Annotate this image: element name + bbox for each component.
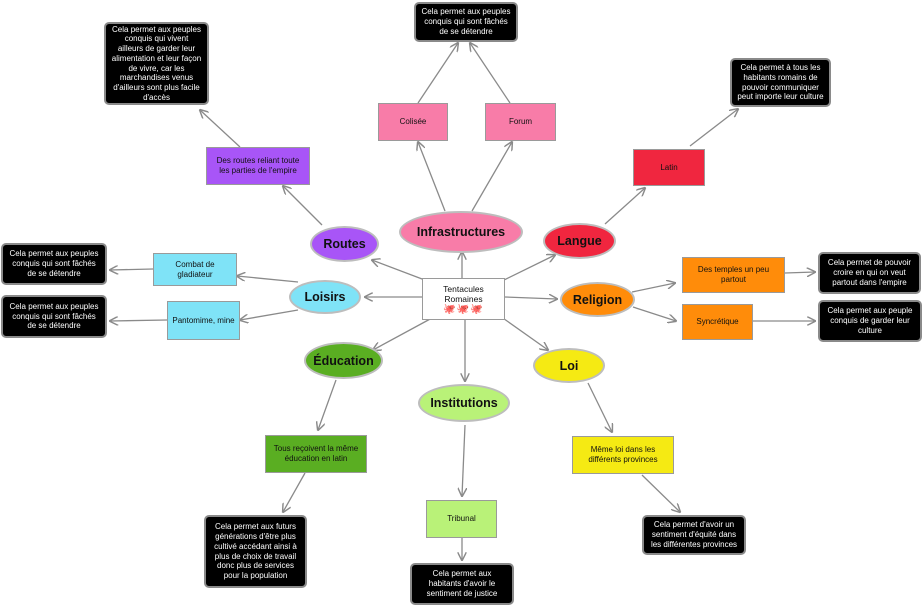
- link-education-detail: [318, 379, 337, 430]
- link-forum-note: [470, 43, 511, 104]
- link-loisirs-pantomime: [240, 309, 299, 320]
- link-routes-detail: [283, 186, 323, 226]
- octopus-icon: 🐙🐙🐙: [443, 303, 484, 315]
- note-loi[interactable]: Cela permet d'avoir un sentiment d'équit…: [642, 515, 746, 555]
- category-education[interactable]: Éducation: [304, 342, 383, 379]
- center-title: Tentacules Romaines: [443, 283, 484, 304]
- link-center-education: [373, 317, 433, 350]
- note-routes[interactable]: Cela permet aux peuples conquis qui vive…: [104, 22, 209, 105]
- box-gladiateur[interactable]: Combat de gladiateur: [153, 253, 237, 286]
- box-syncretique[interactable]: Syncrétique: [682, 304, 753, 340]
- link-religion-temples: [631, 283, 675, 293]
- link-religion-syncretique: [632, 306, 676, 321]
- link-latin-note: [689, 109, 738, 147]
- box-forum[interactable]: Forum: [485, 103, 556, 141]
- link-educationdetail-note: [283, 472, 306, 512]
- note-pantomime[interactable]: Cela permet aux peuples conquis qui sont…: [1, 295, 107, 338]
- box-routes-detail[interactable]: Des routes reliant toute les parties de …: [206, 147, 310, 185]
- category-langue[interactable]: Langue: [543, 223, 616, 259]
- note-infrastructures[interactable]: Cela permet aux peuples conquis qui sont…: [414, 2, 518, 42]
- link-temples-note: [784, 272, 815, 273]
- link-center-routes: [372, 260, 431, 283]
- note-institutions[interactable]: Cela permet aux habitants d'avoir le sen…: [410, 563, 514, 605]
- category-routes[interactable]: Routes: [310, 226, 379, 262]
- category-loisirs[interactable]: Loisirs: [289, 280, 361, 314]
- center-node[interactable]: Tentacules Romaines 🐙🐙🐙: [422, 278, 505, 320]
- link-infra-forum: [471, 142, 512, 212]
- note-education[interactable]: Cela permet aux futurs générations d'êtr…: [204, 515, 307, 588]
- note-langue[interactable]: Cela permet à tous les habitants romains…: [730, 58, 831, 107]
- link-colisee-note: [417, 43, 458, 104]
- note-syncretique[interactable]: Cela permet aux peuple conquis de garder…: [818, 300, 922, 342]
- link-center-loi: [499, 315, 548, 350]
- box-temples[interactable]: Des temples un peu partout: [682, 257, 785, 293]
- link-loidetail-note: [641, 474, 680, 512]
- link-langue-latin: [604, 188, 645, 225]
- category-institutions[interactable]: Institutions: [418, 384, 510, 422]
- note-gladiateur[interactable]: Cela permet aux peuples conquis qui sont…: [1, 243, 107, 285]
- note-temples[interactable]: Cela permet de pouvoir croire en qui on …: [818, 252, 921, 294]
- box-loi-detail[interactable]: Même loi dans les différents provinces: [572, 436, 674, 474]
- box-colisee[interactable]: Colisée: [378, 103, 448, 141]
- link-pantomime-note: [110, 320, 168, 321]
- link-center-religion: [504, 297, 557, 299]
- category-religion[interactable]: Religion: [560, 282, 635, 317]
- link-institutions-tribunal: [462, 424, 465, 496]
- box-tribunal[interactable]: Tribunal: [426, 500, 497, 538]
- box-education-detail[interactable]: Tous reçoivent la même éducation en lati…: [265, 435, 367, 473]
- category-loi[interactable]: Loi: [533, 348, 605, 383]
- category-infrastructures[interactable]: Infrastructures: [399, 211, 523, 253]
- box-pantomime[interactable]: Pantomime, mine: [167, 301, 240, 340]
- link-gladiateur-note: [110, 269, 154, 270]
- link-loisirs-gladiateur: [237, 276, 299, 283]
- link-loi-detail: [587, 382, 612, 432]
- box-latin[interactable]: Latin: [633, 149, 705, 186]
- link-routesdetail-note: [200, 110, 241, 148]
- link-center-langue: [499, 255, 555, 283]
- link-infra-colisee: [418, 142, 446, 212]
